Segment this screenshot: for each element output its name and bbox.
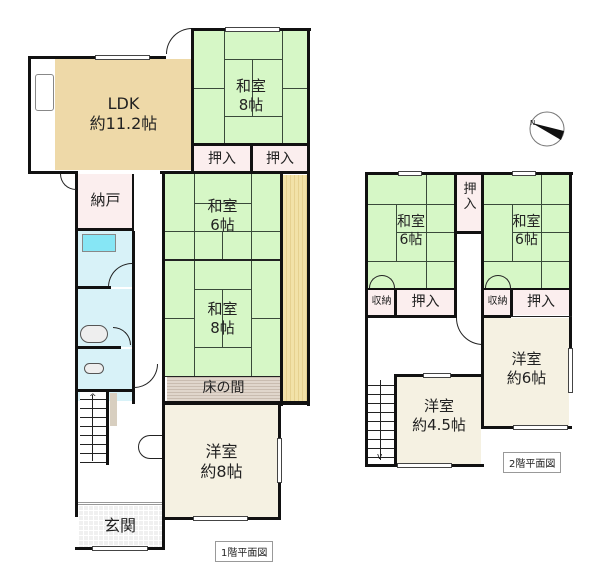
- room-tokonoma-name: 床の間: [202, 380, 245, 396]
- room-2f-youshitsu-6: 洋室 約6帖: [484, 318, 569, 426]
- room-ldk: LDK 約11.2帖: [55, 59, 192, 170]
- room-2f-washitsu-6-left-size: 6帖: [399, 232, 423, 248]
- room-2f-youshitsu-6-size: 約6帖: [506, 369, 547, 387]
- room-ldk-name: LDK: [107, 94, 140, 113]
- room-2f-youshitsu-6-name: 洋室: [511, 350, 542, 368]
- room-2f-youshitsu-45-name: 洋室: [423, 397, 454, 415]
- room-2f-youshitsu-45-size: 約4.5帖: [412, 416, 466, 434]
- room-2f-oshiire-left: 押入: [397, 290, 454, 315]
- room-2f-shuunou-right: 収納: [484, 290, 511, 315]
- room-washitsu-8-upper-size: 8帖: [238, 96, 264, 114]
- room-2f-washitsu-6-left: 和室 6帖: [368, 175, 454, 290]
- room-2f-shuunou-left: 収納: [368, 290, 395, 315]
- room-2f-oshiire-right: 押入: [513, 290, 569, 315]
- toilet-icon: [84, 363, 104, 374]
- room-nando: 納戸: [78, 174, 133, 230]
- room-washitsu-8-upper-name: 和室: [235, 77, 266, 95]
- stairs-up-arrow-icon: [92, 395, 93, 461]
- room-oshiire-1: 押入: [194, 146, 250, 172]
- room-washitsu-8-upper: 和室 8帖: [194, 30, 308, 145]
- washbasin-icon: [80, 325, 108, 343]
- room-oshiire-1-name: 押入: [208, 151, 236, 167]
- kitchen-sink: [35, 74, 54, 111]
- room-engawa: [283, 175, 307, 401]
- room-2f-oshiire-center: 押 入: [457, 175, 483, 232]
- svg-text:N: N: [530, 119, 535, 127]
- room-2f-washitsu-6-right: 和室 6帖: [484, 175, 569, 290]
- room-2f-washitsu-6-left-name: 和室: [397, 214, 425, 230]
- room-washitsu-6: 和室 6帖: [165, 174, 280, 260]
- floor1-plan: LDK 約11.2帖 和室 8帖 押入: [28, 27, 311, 562]
- room-tokonoma: 床の間: [167, 377, 280, 401]
- room-2f-oshiire-left-name: 押入: [411, 294, 440, 310]
- room-2f-washitsu-6-right-name: 和室: [512, 214, 541, 230]
- room-washitsu-6-name: 和室: [207, 197, 238, 215]
- room-2f-youshitsu-45: 洋室 約4.5帖: [397, 377, 481, 464]
- room-2f-shuunou-left-name: 収納: [371, 296, 392, 307]
- room-youshitsu-8-size: 約8帖: [200, 462, 243, 481]
- stairs-2f: [368, 377, 394, 464]
- room-genkan-name: 玄関: [103, 516, 136, 535]
- stairs-down-arrow-icon: [380, 380, 381, 460]
- room-washitsu-8-lower: 和室 8帖: [165, 261, 280, 376]
- room-genkan: 玄関: [78, 505, 162, 547]
- shelf: [110, 393, 117, 426]
- room-oshiire-2: 押入: [253, 146, 307, 172]
- stairs-1f: [80, 391, 106, 463]
- room-youshitsu-8: 洋室 約8帖: [165, 405, 278, 518]
- floor1-caption: 1階平面図: [215, 541, 274, 562]
- room-nando-name: 納戸: [90, 191, 121, 209]
- room-2f-shuunou-right-name: 収納: [487, 296, 508, 307]
- room-youshitsu-8-name: 洋室: [205, 442, 238, 461]
- bathtub-icon: [82, 234, 116, 252]
- room-ldk-size: 約11.2帖: [89, 114, 158, 133]
- room-2f-oshiire-center-name: 押 入: [463, 182, 477, 212]
- room-2f-washitsu-6-right-size: 6帖: [515, 232, 538, 248]
- room-washitsu-8-lower-name: 和室: [207, 300, 238, 318]
- room-washitsu-8-lower-size: 8帖: [210, 319, 235, 337]
- north-arrow-icon: N: [528, 110, 566, 148]
- floor2-caption: 2階平面図: [503, 452, 562, 473]
- room-oshiire-2-name: 押入: [266, 151, 294, 167]
- room-washitsu-6-size: 6帖: [210, 216, 235, 234]
- room-2f-oshiire-right-name: 押入: [527, 294, 555, 310]
